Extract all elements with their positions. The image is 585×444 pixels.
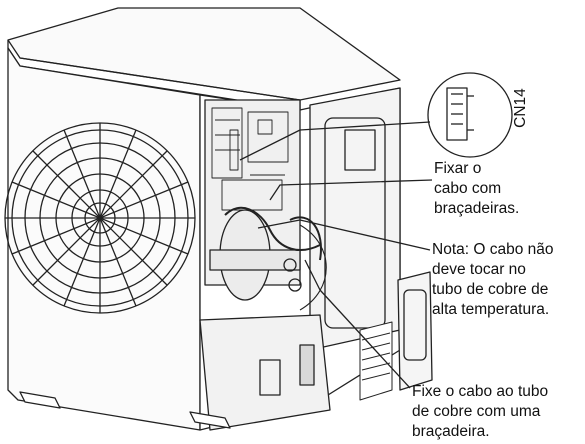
leader-tubo — [304, 259, 411, 389]
callout-fix-to-pipe: Fixe o cabo ao tubo de cobre com uma bra… — [412, 382, 548, 442]
leader-fixar — [269, 179, 433, 201]
bottom-grille — [359, 321, 393, 401]
leader-cn14 — [239, 121, 431, 161]
base-cover — [199, 314, 331, 431]
callout-line: de cobre com uma — [412, 403, 541, 420]
side-panel — [309, 87, 401, 351]
foot-right — [189, 411, 231, 429]
callout-line: Nota: O cabo não — [432, 241, 554, 258]
foot-left — [19, 391, 61, 409]
callout-line: tubo de cobre de — [432, 281, 549, 298]
cn14-label: CN14 — [512, 88, 529, 128]
cn14-callout-circle — [427, 72, 513, 158]
service-cover — [397, 271, 433, 391]
leader-nota — [257, 219, 431, 251]
callout-line: alta temperatura. — [432, 301, 550, 318]
callout-line: deve tocar no — [432, 261, 526, 278]
fan-grille — [4, 122, 196, 314]
callout-line: Fixe o cabo ao tubo — [412, 383, 549, 400]
callout-line: braçadeira. — [412, 423, 490, 440]
callout-line: Fixar o — [434, 160, 482, 177]
callout-line: cabo com — [434, 180, 502, 197]
callout-line: braçadeiras. — [434, 200, 520, 217]
front-panel — [7, 47, 201, 431]
callout-fix-cable: Fixar o cabo com braçadeiras. — [434, 159, 519, 219]
callout-note: Nota: O cabo não deve tocar no tubo de c… — [432, 240, 554, 320]
